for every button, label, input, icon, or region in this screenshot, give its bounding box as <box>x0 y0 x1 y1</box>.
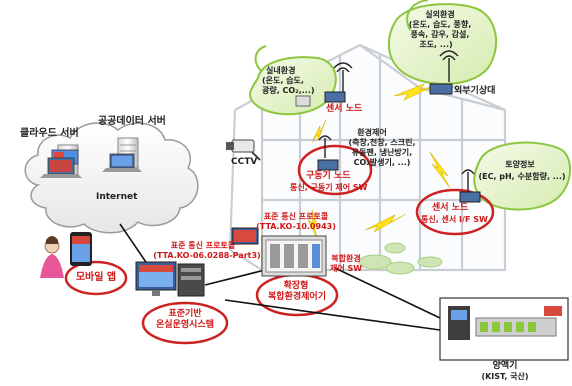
env-control-line1: (측창,천창, 스크린, <box>348 138 416 147</box>
device-boxes <box>295 83 481 203</box>
indoor-env-title: 실내환경 <box>266 66 296 75</box>
env-control-title: 환경제어 <box>357 128 387 137</box>
antenna-icon <box>318 135 332 158</box>
antenna-icon <box>439 50 459 82</box>
outdoor-env-line3: 조도, ...) <box>419 40 453 49</box>
complex-controller-line1: 확장형 <box>283 281 309 291</box>
env-control-line3: CO₂발생기, ...) <box>353 158 411 167</box>
person-figure <box>40 236 64 278</box>
sensor-node-top-label: 센서 노드 <box>326 104 363 114</box>
protocol-right-title: 표준 통신 프로토콜 <box>263 212 329 221</box>
protocol-left-code: (TTA.KO-06.0288-Part3) <box>153 251 261 260</box>
protocol-right-code: (TTA.KO-10.0943) <box>256 222 336 231</box>
complex-sw-line1: 복합환경 <box>331 254 361 263</box>
actuator-node-sub-label: 통신, 구동기 제어 SW <box>290 183 368 192</box>
nutrient-machine-icon <box>439 297 569 361</box>
controller-cabinet-icon <box>231 227 327 277</box>
indoor-env-line2: 광량, CO₂,...) <box>262 86 315 95</box>
monitor-icon <box>135 261 205 297</box>
indoor-env-line1: (온도, 습도, <box>262 76 304 85</box>
weather-station-label: 외부기상대 <box>454 86 496 96</box>
soil-info-title: 토양정보 <box>505 160 535 169</box>
env-control-line2: 유동팬, 냉난방기, <box>351 148 413 157</box>
protocol-left-title: 표준 통신 프로토콜 <box>170 241 236 250</box>
mobile-app-circle <box>64 260 128 296</box>
leaf-bubble-icon <box>248 0 572 211</box>
outdoor-env-line2: 풍속, 감우, 감설, <box>410 30 470 39</box>
actuator-node-label: 구동기 노드 <box>306 171 351 181</box>
mobile-app-label: 모바일 앱 <box>75 272 117 283</box>
outdoor-env-title: 실외환경 <box>425 10 455 19</box>
cctv-camera-icon <box>226 139 261 161</box>
smartphone-icon <box>70 232 92 266</box>
os-line1: 표준기반 <box>168 309 202 319</box>
laptop-icon <box>102 153 142 172</box>
internet-label: Internet <box>96 192 138 202</box>
cctv-label: CCTV <box>231 157 258 167</box>
sensor-node-right-circle <box>415 188 495 236</box>
cloud-server-label: 클라우드 서버 <box>20 128 79 139</box>
laptop-icon <box>40 157 82 178</box>
node-circles <box>64 144 495 345</box>
complex-sw-line2: 제어 SW <box>329 264 363 273</box>
complex-controller-line2: 복합환경제어기 <box>268 292 326 302</box>
public-data-server-label: 공공데이터 서버 <box>98 116 166 127</box>
outdoor-env-line1: (온도, 습도, 풍향, <box>408 20 472 29</box>
actuator-node-circle <box>297 144 373 196</box>
plants <box>358 242 443 275</box>
antenna-icon <box>333 62 353 92</box>
nutrient-machine-label: 양액기 <box>492 361 518 371</box>
nutrient-machine-origin: (KIST, 국산) <box>481 372 529 381</box>
greenhouse-os-circle <box>141 301 229 345</box>
lightning-link-icon <box>307 83 451 241</box>
wired-links <box>119 223 441 331</box>
sensor-node-right-sub-label: 통신, 센서 I/F SW <box>421 215 488 224</box>
sensor-node-right-label: 센서 노드 <box>432 203 469 213</box>
os-line2: 온실운영시스템 <box>156 320 214 330</box>
antenna-icon <box>461 169 475 192</box>
soil-info-line1: (EC, pH, 수분함량, ...) <box>478 172 566 181</box>
